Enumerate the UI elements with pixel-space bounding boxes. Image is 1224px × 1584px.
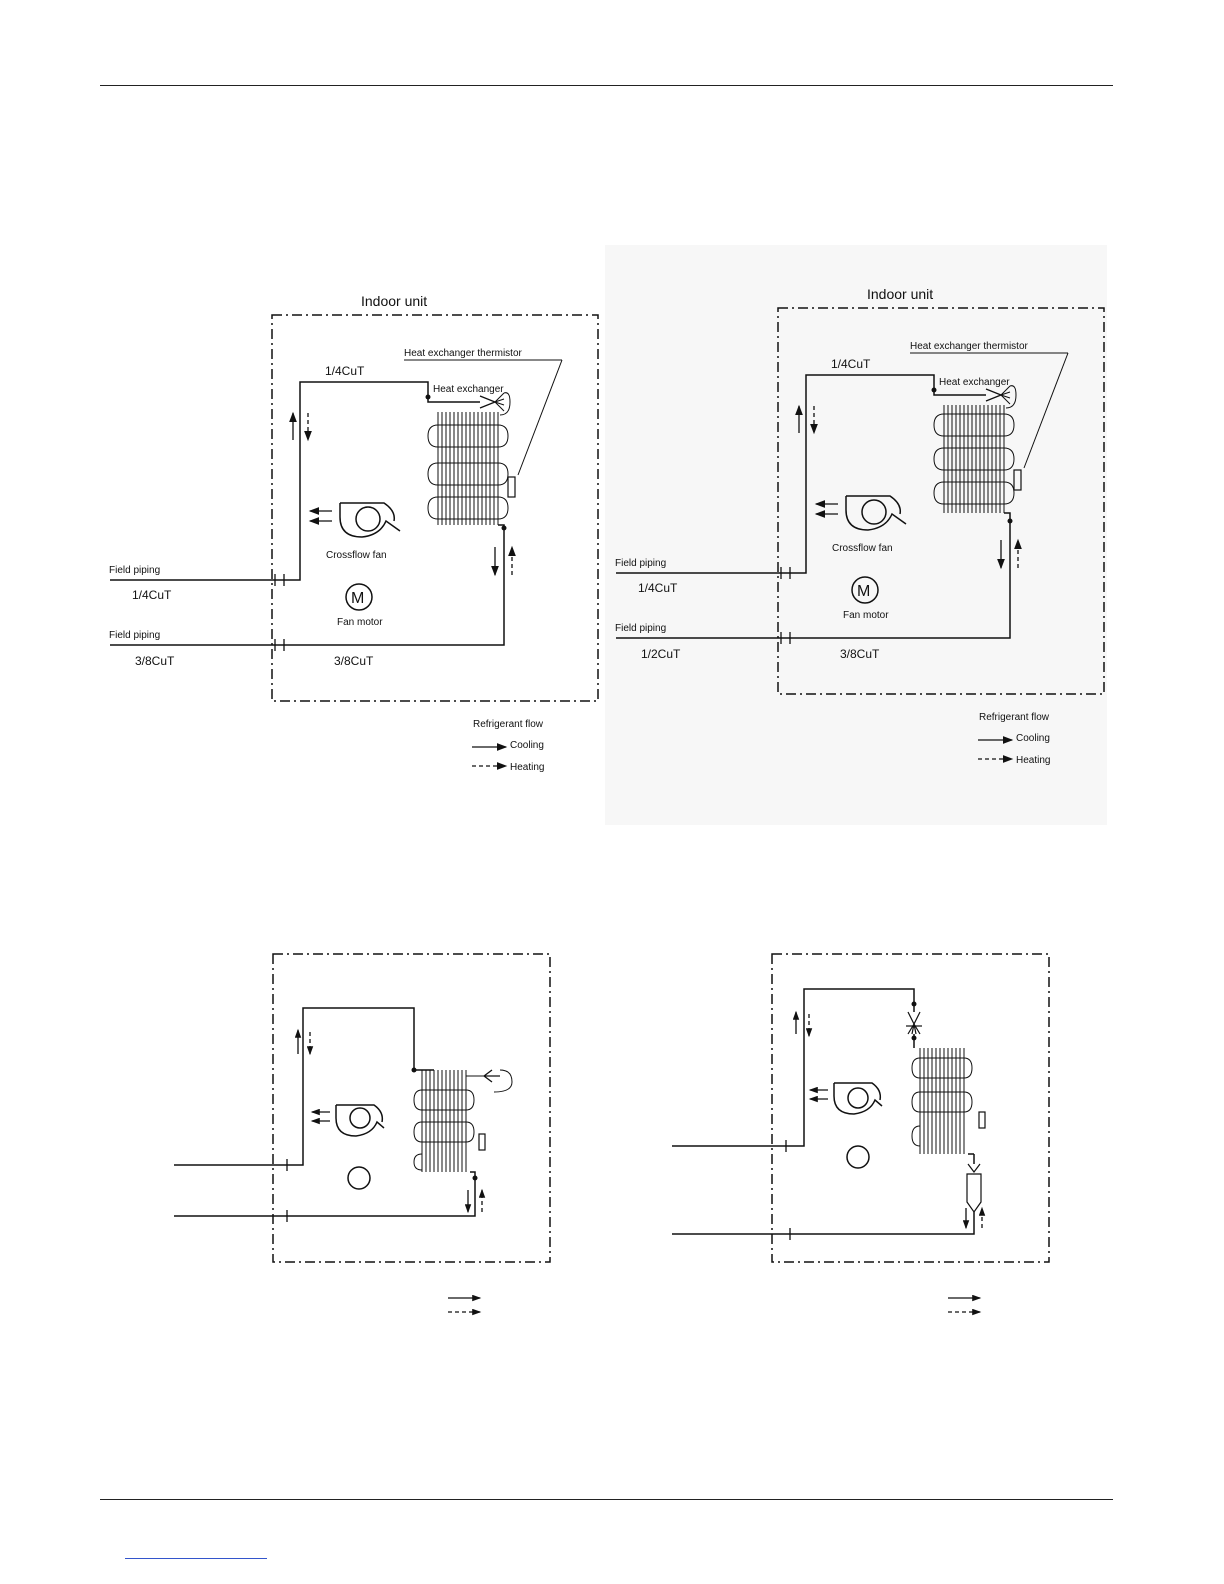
legend-cooling: Cooling: [1016, 733, 1050, 744]
refrigerant-diagram-4: [672, 953, 1050, 1316]
indoor-unit-title: Indoor unit: [361, 293, 427, 309]
thermistor-label: Heat exchanger thermistor: [910, 341, 1029, 352]
distributor-icon: [906, 1011, 922, 1035]
fan-motor-label: Fan motor: [843, 610, 889, 621]
fan-motor-icon: [846, 1145, 870, 1169]
pipe-gas: [672, 988, 915, 1147]
fan-motor-symbol: M: [351, 590, 364, 607]
crossflow-fan-icon: [335, 1104, 385, 1137]
crossflow-fan-icon: [339, 502, 401, 538]
indoor-unit-boundary: [771, 953, 1050, 1263]
diagram-2-background: [605, 245, 1107, 825]
legend-cooling: Cooling: [510, 740, 544, 751]
field-piping-size-2: 3/8CuT: [135, 654, 175, 668]
indoor-unit-boundary: [271, 314, 599, 702]
indoor-unit-boundary: [777, 307, 1105, 695]
crossflow-fan-label: Crossflow fan: [326, 550, 387, 561]
crossflow-fan-label: Crossflow fan: [832, 543, 893, 554]
fan-motor-icon: [851, 576, 879, 604]
pipe-label-top: 1/4CuT: [831, 357, 871, 371]
indoor-unit-boundary: [272, 953, 551, 1263]
indoor-unit-title: Indoor unit: [867, 286, 933, 302]
crossflow-fan-icon: [845, 495, 907, 531]
pipe-label-bottom: 3/8CuT: [840, 647, 880, 661]
fan-motor-icon: [347, 1166, 371, 1190]
heat-exchanger-coil: [911, 1048, 973, 1154]
field-piping-label-1: Field piping: [615, 558, 666, 569]
footer-link-underline[interactable]: [125, 1558, 267, 1559]
pipe-liquid: [110, 524, 505, 646]
pipe-gas: [616, 374, 986, 574]
pipe-gas: [110, 381, 480, 581]
field-piping-label-1: Field piping: [109, 565, 160, 576]
legend-title: Refrigerant flow: [473, 719, 544, 730]
thermistor-sensor: [478, 1133, 486, 1151]
field-piping-label-2: Field piping: [109, 630, 160, 641]
heat-exchanger-coil: [427, 412, 509, 525]
heat-exchanger-label: Heat exchanger: [433, 384, 504, 395]
header-rule: [100, 85, 1113, 86]
fan-motor-symbol: M: [857, 583, 870, 600]
heat-exchanger-coil: [413, 1070, 484, 1172]
crossflow-fan-icon: [833, 1082, 883, 1115]
refrigerant-diagram-3: [174, 953, 551, 1316]
legend-title: Refrigerant flow: [979, 712, 1050, 723]
legend-heating: Heating: [1016, 755, 1050, 766]
pipe-liquid: [672, 1212, 975, 1235]
thermistor-label: Heat exchanger thermistor: [404, 348, 523, 359]
thermistor-sensor: [978, 1111, 986, 1129]
pipe-label-bottom: 3/8CuT: [334, 654, 374, 668]
footer-rule: [100, 1499, 1113, 1500]
pipe-label-top: 1/4CuT: [325, 364, 365, 378]
strainer-icon: [966, 1163, 982, 1214]
thermistor-sensor: [1013, 469, 1022, 491]
thermistor-sensor: [507, 476, 516, 498]
heat-exchanger-coil: [933, 405, 1015, 513]
heat-exchanger-label: Heat exchanger: [939, 377, 1010, 388]
refrigerant-diagram-2: Indoor unit Heat exchanger thermistor 1/…: [615, 286, 1105, 766]
field-piping-size-2: 1/2CuT: [641, 647, 681, 661]
pipe-liquid: [616, 512, 1011, 639]
field-piping-size-1: 1/4CuT: [638, 581, 678, 595]
fan-motor-icon: [345, 583, 373, 611]
fan-motor-label: Fan motor: [337, 617, 383, 628]
field-piping-size-1: 1/4CuT: [132, 588, 172, 602]
pipe-gas: [174, 1007, 434, 1166]
refrigerant-diagram-1: Indoor unit Heat exchanger thermistor 1/…: [109, 293, 599, 773]
pipe-liquid: [174, 1171, 476, 1217]
field-piping-label-2: Field piping: [615, 623, 666, 634]
legend-heating: Heating: [510, 762, 544, 773]
